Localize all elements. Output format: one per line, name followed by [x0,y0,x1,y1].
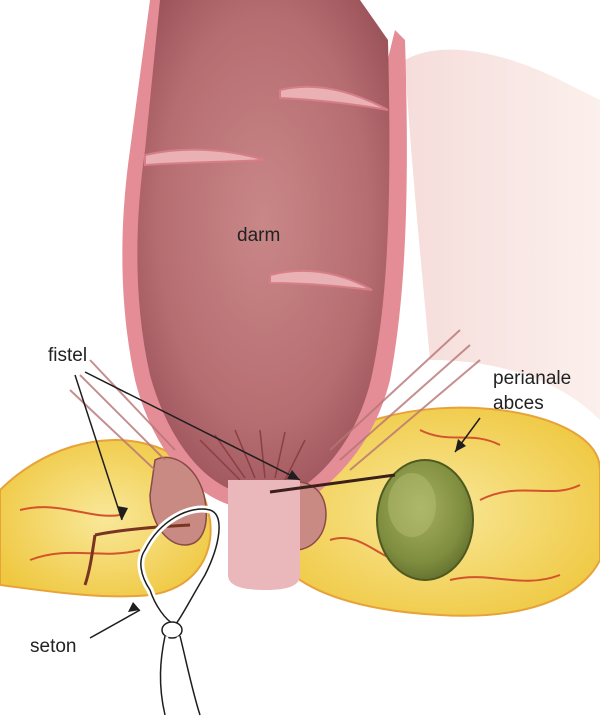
seton-arrow [90,610,140,638]
label-abces: abces [493,392,544,415]
label-darm: darm [237,224,280,247]
seton-tails [160,636,200,715]
anal-canal [228,480,300,590]
label-seton: seton [30,635,76,658]
pelvic-tissue [405,50,600,420]
label-perianale: perianale [493,367,571,390]
abscess-highlight [388,473,436,537]
label-fistel: fistel [48,344,87,367]
seton-knot [162,622,182,638]
